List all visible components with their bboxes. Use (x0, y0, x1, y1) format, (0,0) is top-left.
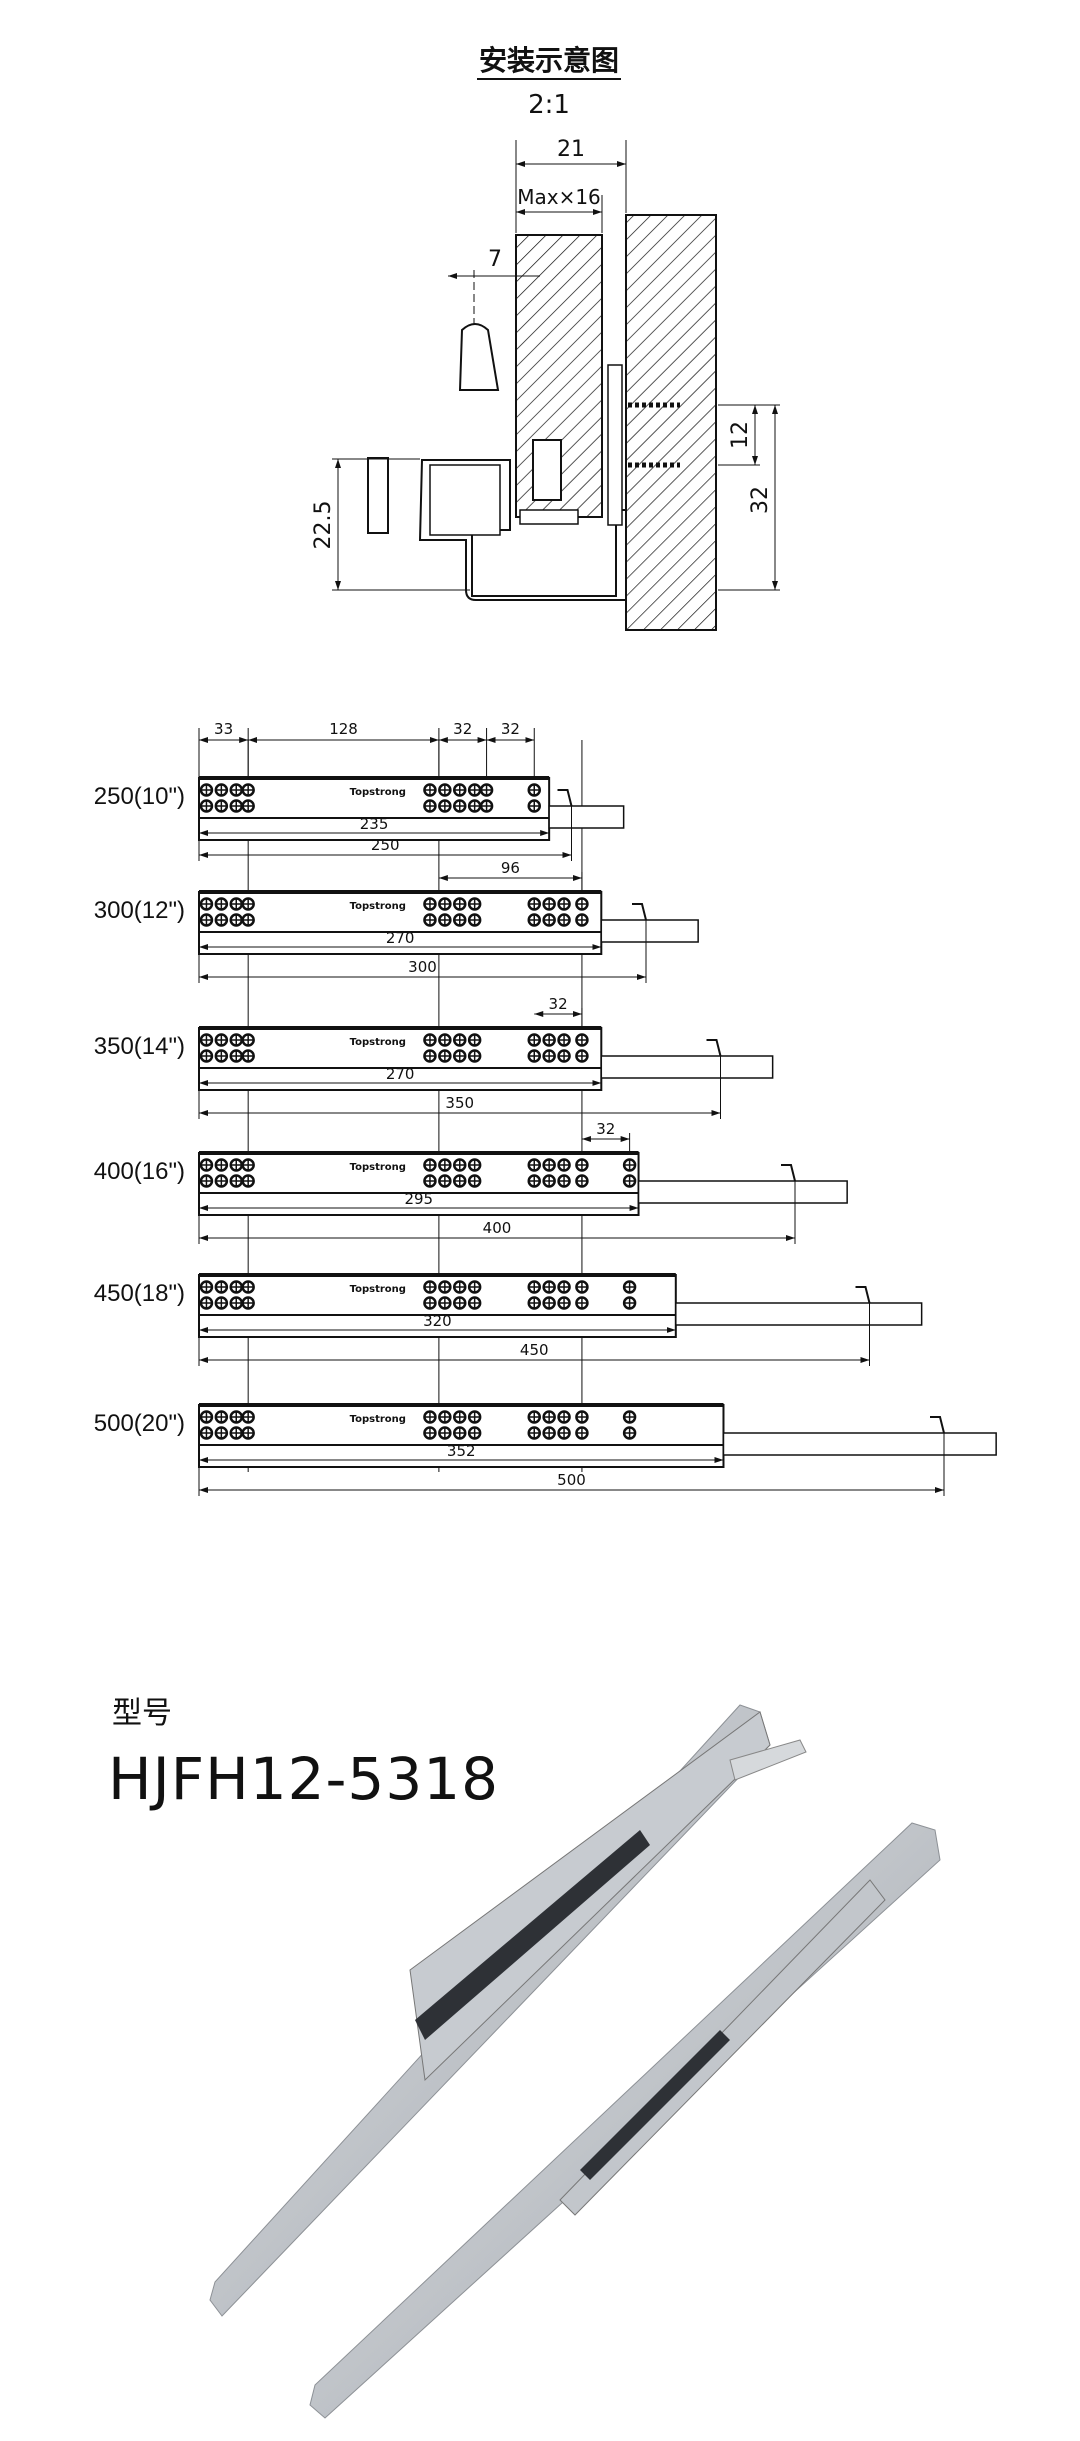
install-title: 安装示意图 (479, 44, 619, 77)
rail-body (198, 1152, 640, 1216)
rail-size-label: 350(14") (94, 1033, 185, 1060)
total-length-dim: 350 (445, 1094, 474, 1112)
model-code: HJFH12-5318 (108, 1745, 500, 1813)
total-length-dim: 450 (520, 1341, 549, 1359)
brand-logo: Topstrong (350, 1414, 406, 1425)
rail-row: 400(16") Topstrong 295 400 32 (94, 1120, 848, 1244)
total-length-dim: 500 (557, 1471, 586, 1489)
rail-row: 450(18") Topstrong 320 450 (94, 1273, 923, 1366)
hole-spacing-dim: 32 (549, 995, 568, 1013)
model-label: 型号 (112, 1696, 172, 1731)
installation-diagram: 安装示意图 2:1 21 Max×16 7 22.5 12 32 (311, 44, 780, 631)
dim-width: 21 (557, 137, 585, 162)
brand-logo: Topstrong (350, 1162, 406, 1173)
rail-size-label: 400(16") (94, 1158, 185, 1185)
total-length-dim: 250 (371, 836, 400, 854)
top-dim-32b: 32 (501, 720, 520, 738)
rail-body (198, 1274, 677, 1338)
rail-row: 300(12") Topstrong 270 300 96 (94, 859, 699, 983)
top-dim-33: 33 (214, 720, 233, 738)
dim-offset: 7 (488, 247, 502, 272)
install-scale: 2:1 (528, 90, 570, 120)
dim-screw-spacing: 12 (728, 421, 753, 449)
extension-member (548, 805, 625, 829)
rail-size-label: 450(18") (94, 1280, 185, 1307)
inner-length-dim: 352 (447, 1442, 476, 1460)
rear-hook (557, 789, 573, 807)
dim-screw-height: 32 (748, 486, 773, 514)
brand-logo: Topstrong (350, 787, 406, 798)
brand-logo: Topstrong (350, 1037, 406, 1048)
dim-max-thickness: Max×16 (517, 185, 601, 209)
rail-sizes-diagram: 33 128 32 32 250(10") Topstrong 235 250 300(… (94, 720, 997, 1496)
top-dimensions: 33 128 32 32 (214, 720, 520, 738)
brand-logo: Topstrong (350, 1284, 406, 1295)
rear-hook (706, 1039, 722, 1057)
extension-member (722, 1432, 997, 1456)
total-length-dim: 300 (408, 958, 437, 976)
extension-member (637, 1180, 848, 1204)
hole-spacing-dim: 32 (596, 1120, 615, 1138)
total-length-dim: 400 (483, 1219, 512, 1237)
rear-hook (855, 1286, 871, 1304)
rear-hook (930, 1416, 945, 1434)
rail-size-label: 250(10") (94, 783, 185, 810)
inner-length-dim: 235 (360, 815, 389, 833)
top-dim-128: 128 (329, 720, 358, 738)
extension-member (675, 1302, 923, 1326)
inner-length-dim: 270 (386, 1065, 415, 1083)
extension-member (600, 1055, 774, 1079)
rail-row: 250(10") Topstrong 235 250 (94, 776, 625, 861)
inner-length-dim: 295 (404, 1190, 433, 1208)
cabinet-wall (625, 214, 717, 631)
inner-length-dim: 270 (386, 929, 415, 947)
hole-spacing-dim: 96 (501, 859, 520, 877)
rear-hook (781, 1164, 796, 1182)
inner-length-dim: 320 (423, 1312, 452, 1330)
rear-hook (632, 903, 647, 921)
rail-row: 500(20") Topstrong 352 500 (94, 1403, 997, 1496)
rail-size-label: 300(12") (94, 897, 185, 924)
product-illustration (209, 1704, 941, 2419)
rail-row: 350(14") Topstrong 270 350 32 (94, 995, 774, 1119)
extension-member (600, 919, 699, 943)
brand-logo: Topstrong (350, 901, 406, 912)
top-dim-32a: 32 (453, 720, 472, 738)
dim-height: 22.5 (311, 501, 336, 550)
rail-size-label: 500(20") (94, 1410, 185, 1437)
